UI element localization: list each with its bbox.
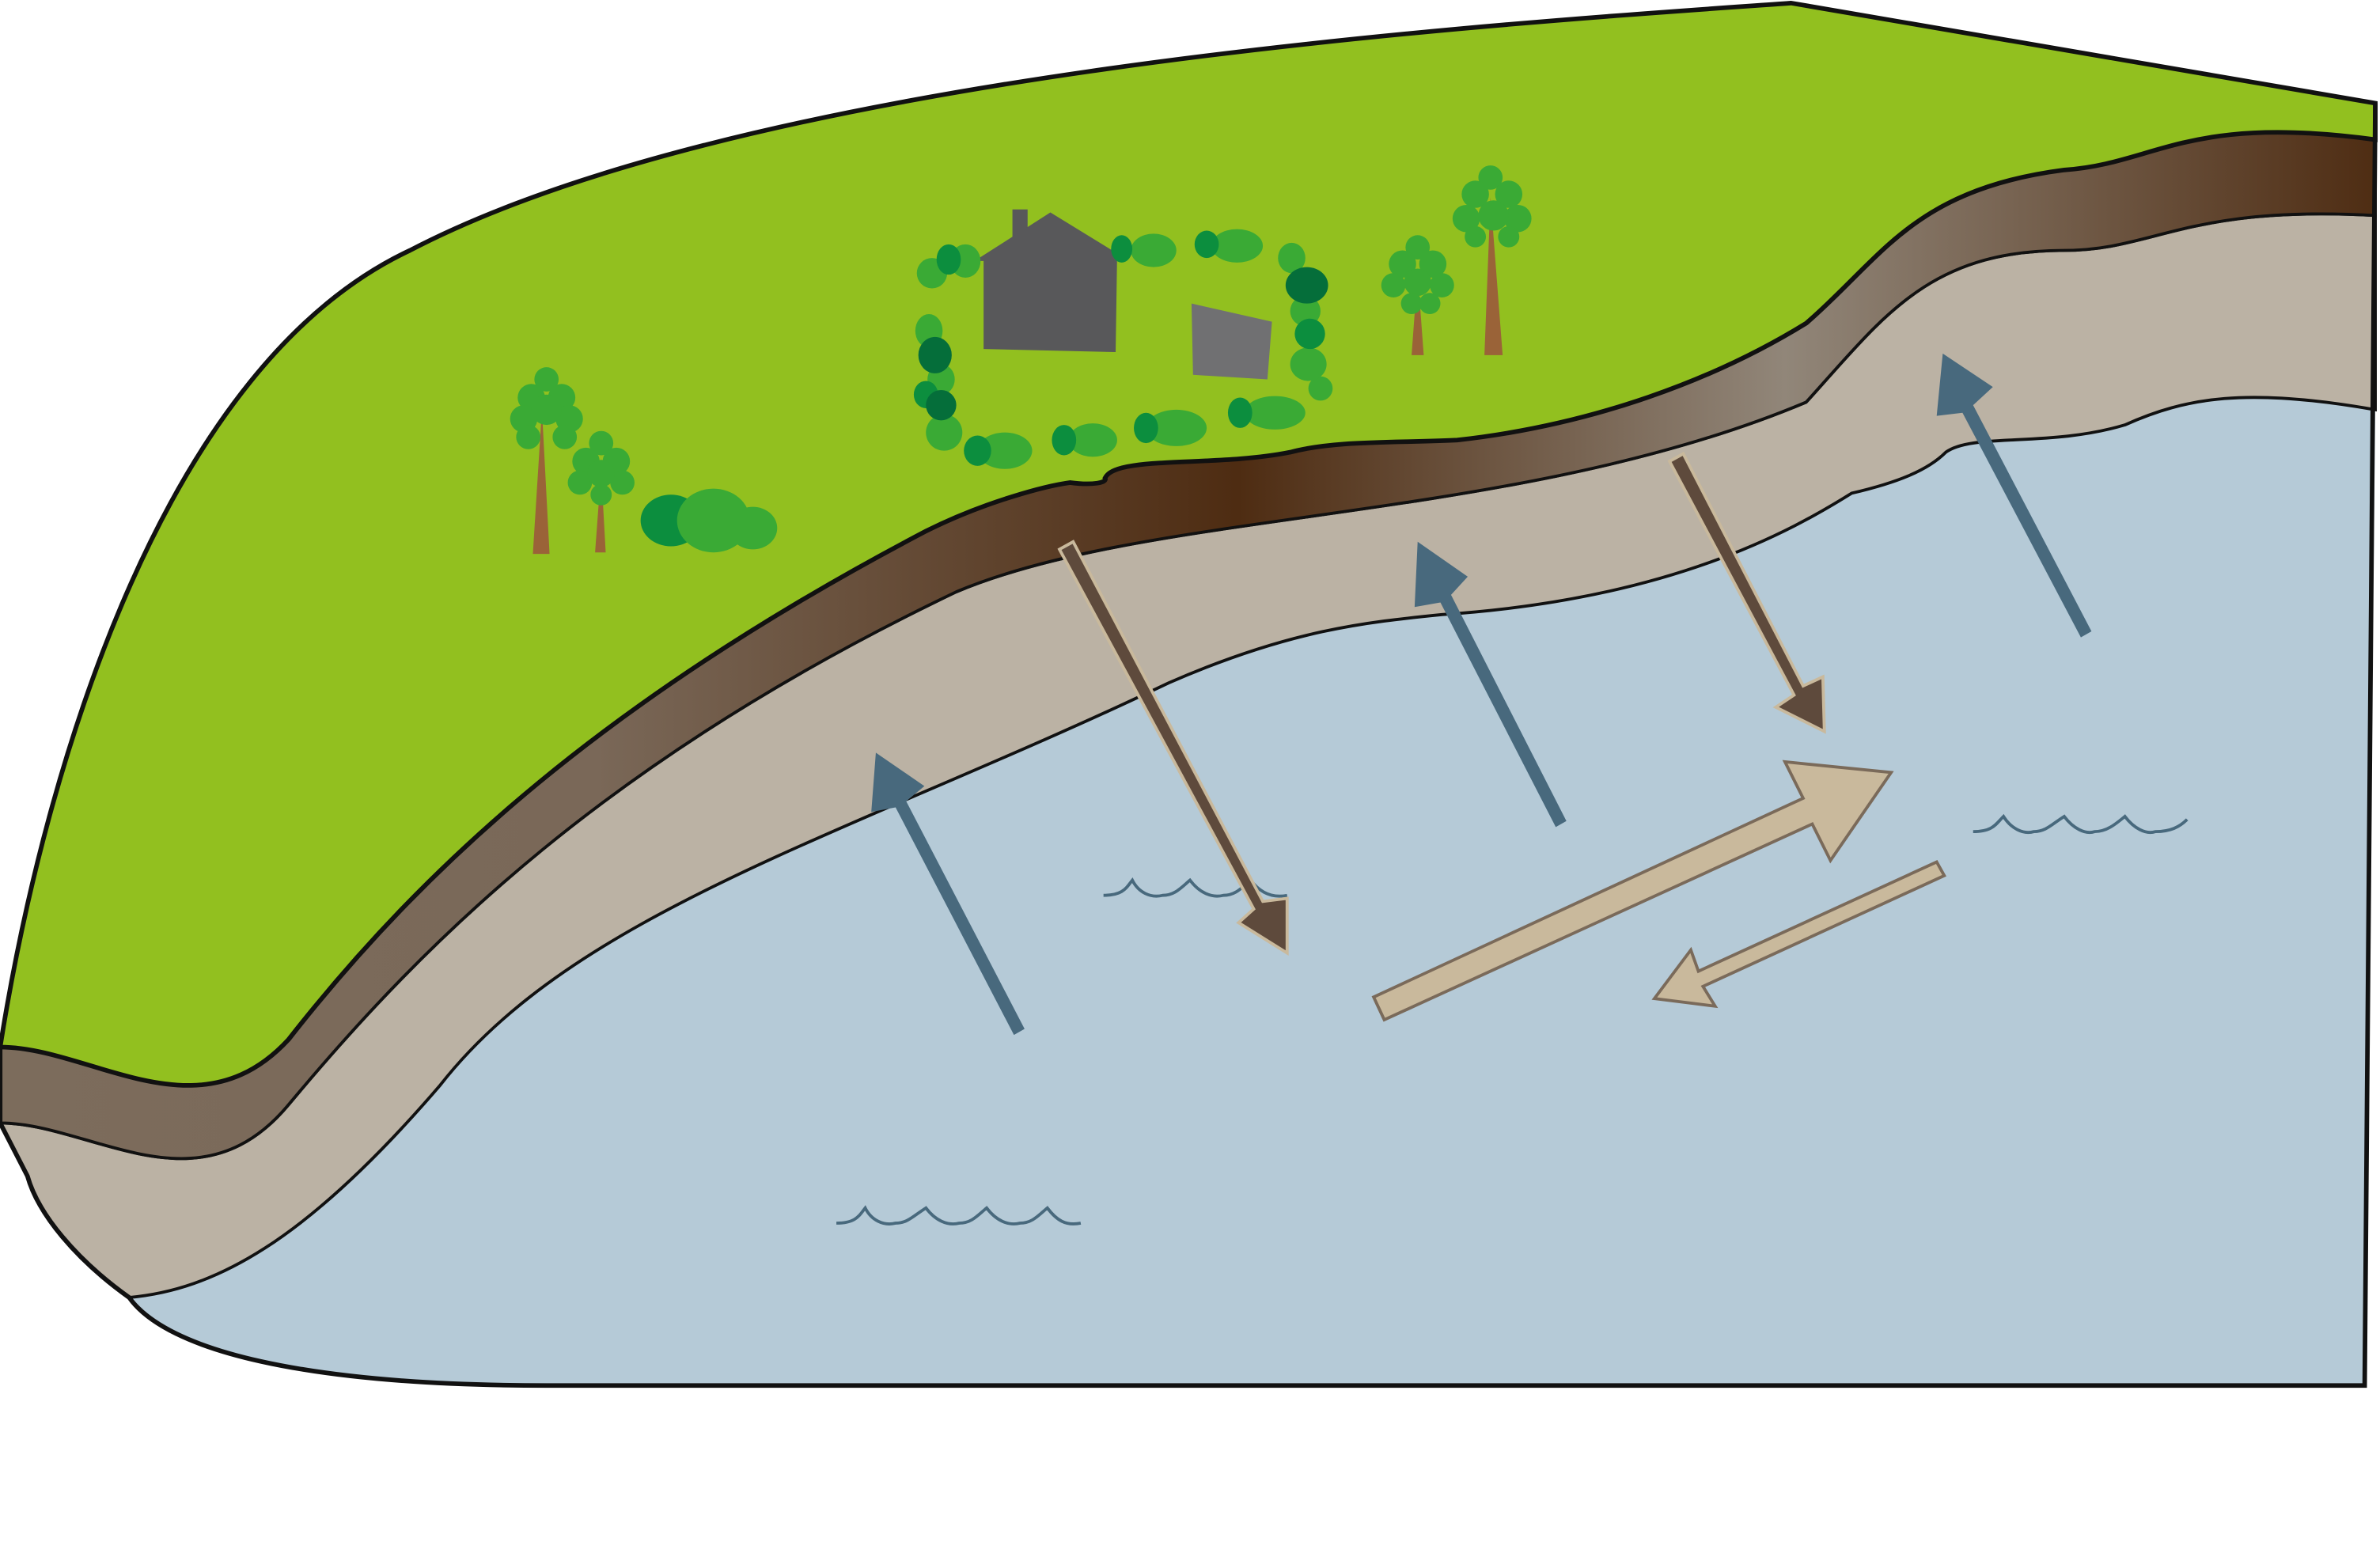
arrow-icon <box>1057 451 1826 957</box>
bush-icon <box>640 488 778 553</box>
tree-icon <box>1381 235 1454 355</box>
house-icon <box>974 209 1117 353</box>
tree-icon <box>1452 165 1532 355</box>
bush-icon <box>913 229 1333 469</box>
arrow-icon <box>1371 760 1946 1022</box>
diagram-outline <box>0 103 2378 1388</box>
land-grass <box>0 0 2378 1088</box>
tree-icon <box>567 430 635 553</box>
arrow-icon <box>871 353 2092 1036</box>
tree-icon <box>510 367 583 555</box>
shed-icon <box>1191 303 1272 380</box>
